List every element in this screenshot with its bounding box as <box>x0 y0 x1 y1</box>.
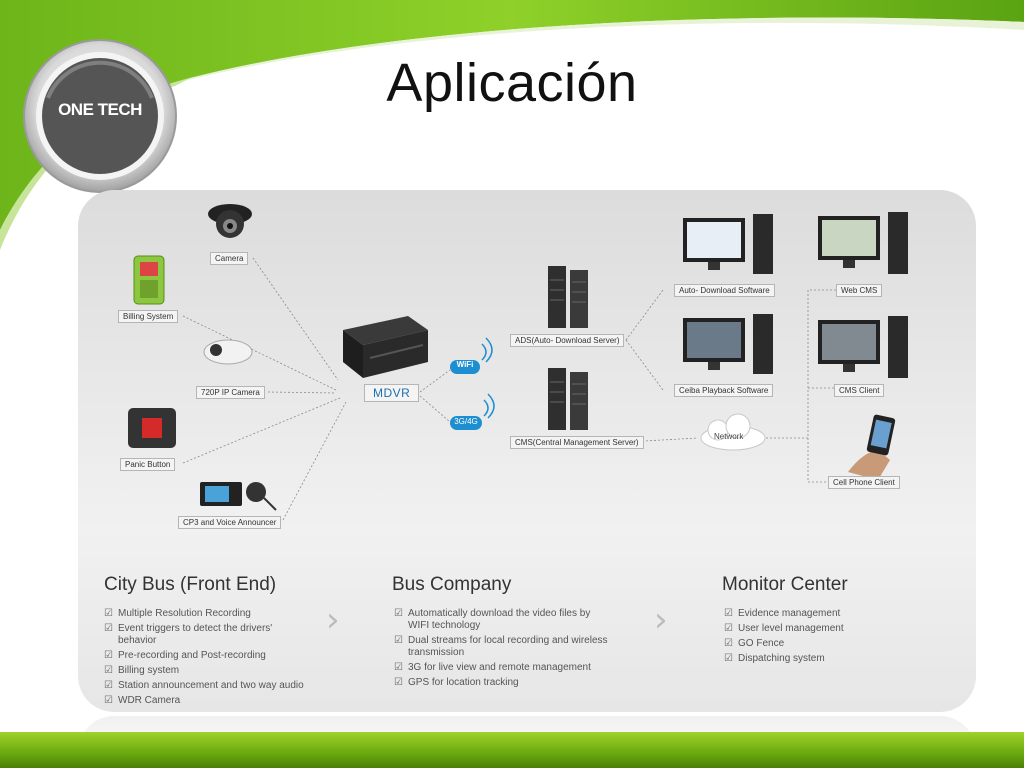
feature-item: Automatically download the video files b… <box>394 608 614 632</box>
system-diagram <box>128 204 908 521</box>
feature-item: 3G for live view and remote management <box>394 662 614 674</box>
feature-item: Multiple Resolution Recording <box>104 608 304 620</box>
bus-company-heading: Bus Company <box>392 574 512 595</box>
cms-server-icon <box>548 368 588 430</box>
logo-text: ONE TECH <box>58 100 142 119</box>
chevron-right-icon: › <box>326 600 340 640</box>
camera-label: Camera <box>210 252 249 265</box>
cms-client-workstation-icon <box>818 316 908 378</box>
cell-phone-client-label: Cell Phone Client <box>828 476 900 489</box>
cp3-voice-announcer-label: CP3 and Voice Announcer <box>178 516 282 529</box>
monitor-center-heading: Monitor Center <box>722 574 848 595</box>
feature-item: WDR Camera <box>104 695 304 707</box>
ceiba-playback-software-label: Ceiba Playback Software <box>674 384 774 397</box>
feature-item: Dispatching system <box>724 653 924 665</box>
panic-button-icon <box>128 408 176 448</box>
cell-phone-icon <box>848 414 896 480</box>
feature-item: Station announcement and two way audio <box>104 680 304 692</box>
camera-icon <box>208 204 252 238</box>
mdvr-label: MDVR <box>364 384 420 402</box>
cms-server-label: CMS(Central Management Server) <box>510 436 644 449</box>
feature-item: Dual streams for local recording and wir… <box>394 635 614 659</box>
cellular-badge-label: 3G/4G <box>454 417 478 426</box>
feature-item: Event triggers to detect the drivers' be… <box>104 623 304 647</box>
feature-item: Pre-recording and Post-recording <box>104 650 304 662</box>
monitor-center-feature-list: Evidence management User level managemen… <box>724 608 924 668</box>
auto-download-software-label: Auto- Download Software <box>674 284 775 297</box>
feature-item: Billing system <box>104 665 304 677</box>
web-cms-workstation-icon <box>818 212 908 274</box>
billing-system-label: Billing System <box>118 310 179 323</box>
city-bus-heading: City Bus (Front End) <box>104 574 277 595</box>
ads-server-icon <box>548 266 588 328</box>
network-label: Network <box>714 432 744 441</box>
feature-item: GPS for location tracking <box>394 677 614 689</box>
mdvr-device-icon <box>343 316 428 378</box>
playback-workstation-icon <box>683 314 773 374</box>
chevron-right-icon: › <box>654 600 668 640</box>
panic-button-label: Panic Button <box>120 458 176 471</box>
cp3-voice-announcer-icon <box>200 482 277 511</box>
feature-item: Evidence management <box>724 608 924 620</box>
city-bus-feature-list: Multiple Resolution Recording Event trig… <box>104 608 304 710</box>
ip-camera-label: 720P IP Camera <box>196 386 265 399</box>
company-logo <box>20 36 180 196</box>
web-cms-label: Web CMS <box>836 284 883 297</box>
cms-client-label: CMS Client <box>834 384 885 397</box>
network-cloud-icon <box>700 413 766 451</box>
feature-item: User level management <box>724 623 924 635</box>
feature-item: GO Fence <box>724 638 924 650</box>
bus-company-feature-list: Automatically download the video files b… <box>394 608 614 692</box>
billing-device-icon <box>133 255 165 305</box>
ip-camera-icon <box>203 339 253 365</box>
slide-title: Aplicación <box>386 53 638 113</box>
wifi-badge-label: WiFi <box>456 360 474 369</box>
application-panel: Camera Billing System 720P IP Camera Pan… <box>78 190 976 712</box>
auto-download-workstation-icon <box>683 214 773 274</box>
cellular-badge-icon <box>450 393 495 430</box>
bottom-green-band <box>0 732 1024 768</box>
wifi-badge-icon <box>450 337 493 374</box>
ads-server-label: ADS(Auto- Download Server) <box>510 334 625 347</box>
